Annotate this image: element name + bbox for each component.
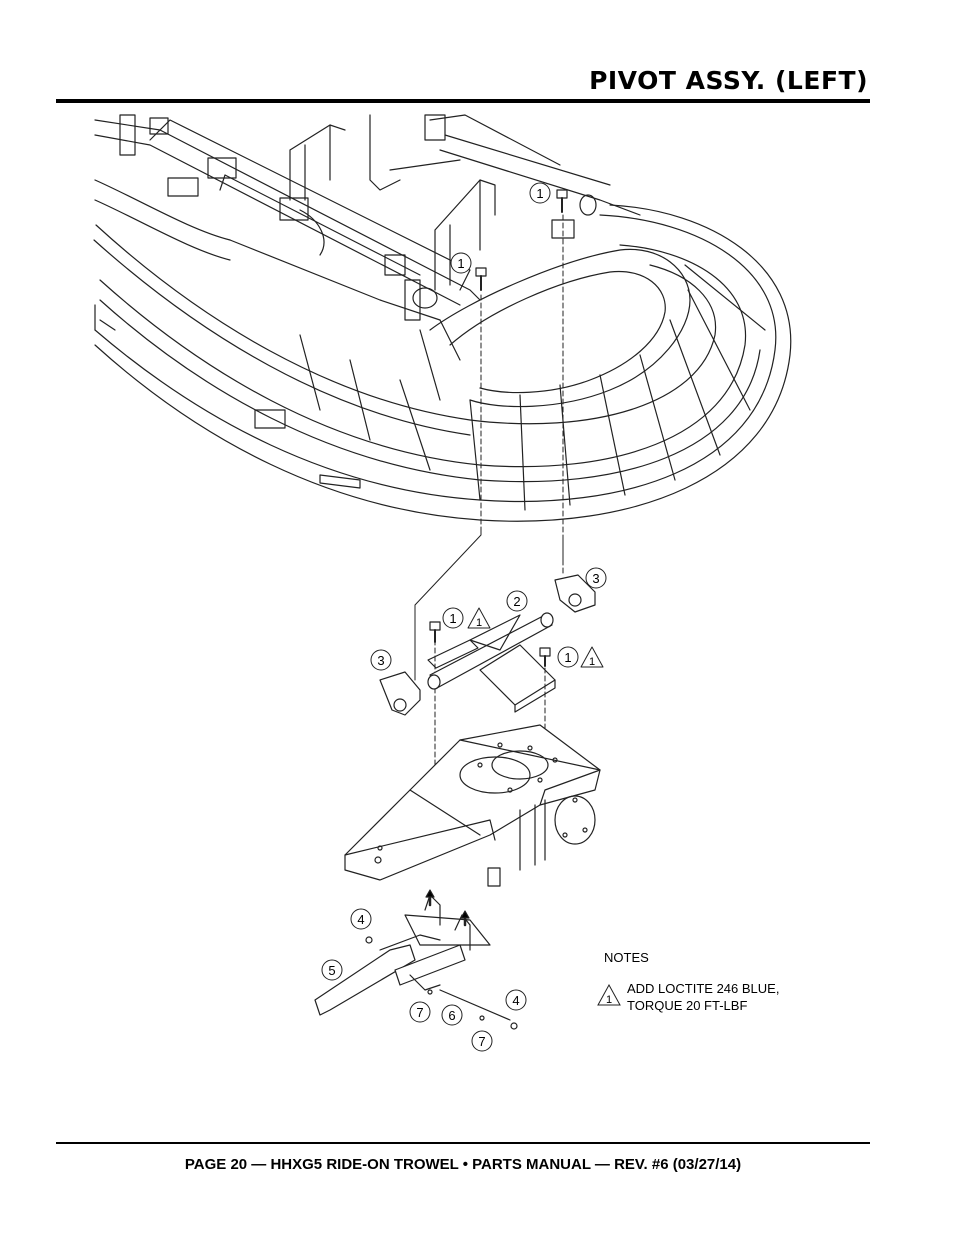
note-reference-triangles: [467, 607, 604, 668]
gearbox-housing: [344, 724, 601, 887]
callout-3: 3: [377, 653, 384, 668]
callout-2: 2: [513, 594, 520, 609]
note-ref-number: 1: [476, 617, 482, 629]
callout-1: 1: [449, 611, 456, 626]
note-ref-number: 1: [589, 656, 595, 668]
note-line-1: ADD LOCTITE 246 BLUE,: [627, 981, 780, 996]
pivot-shaft-part-2: [427, 612, 556, 713]
bolt-part-1: [429, 189, 568, 667]
header-rule: [56, 99, 870, 103]
lower-linkage: [314, 889, 518, 1030]
notes-title: NOTES: [604, 950, 649, 965]
pivot-bracket-part-3: [379, 574, 596, 716]
callout-4: 4: [512, 993, 519, 1008]
callout-7: 7: [416, 1005, 423, 1020]
footer-rule: [56, 1142, 870, 1144]
callout-4: 4: [357, 912, 364, 927]
callout-6: 6: [448, 1008, 455, 1023]
note-line-2: TORQUE 20 FT-LBF: [627, 998, 748, 1013]
note-triangle-icon: 1: [597, 984, 621, 1006]
callout-1: 1: [457, 256, 464, 271]
page-footer: PAGE 20 — HHXG5 RIDE-ON TROWEL • PARTS M…: [184, 1156, 742, 1173]
page-title: PIVOT ASSY. (LEFT): [589, 66, 868, 95]
leader-lines: [414, 529, 564, 681]
callout-5: 5: [328, 963, 335, 978]
callout-1: 1: [564, 650, 571, 665]
callout-1: 1: [536, 186, 543, 201]
callout-circles: [321, 182, 607, 1052]
callout-labels: 1 1 1 1 2 3 3 4 4 5 6 7 7 1 1: [328, 186, 599, 1049]
callout-7: 7: [478, 1034, 485, 1049]
note-text: ADD LOCTITE 246 BLUE, TORQUE 20 FT-LBF: [627, 980, 779, 1014]
note-number: 1: [606, 994, 612, 1006]
callout-3: 3: [592, 571, 599, 586]
guard-ring-frame: [93, 114, 792, 522]
